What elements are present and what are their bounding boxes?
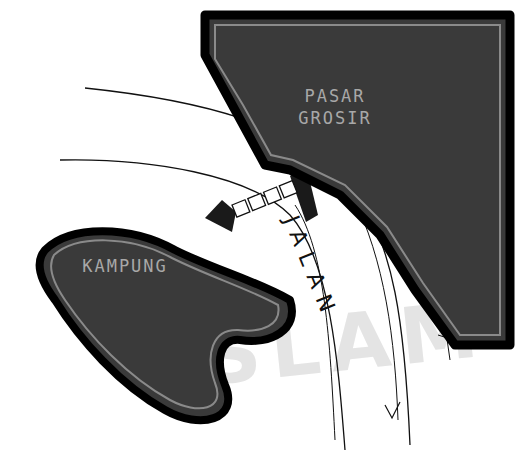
- block-label: KAMPUNG: [60, 255, 190, 277]
- block-label: PASAR GROSIR: [280, 85, 390, 129]
- site-block: KAMPUNG: [30, 225, 300, 435]
- road-arrow: [385, 402, 400, 418]
